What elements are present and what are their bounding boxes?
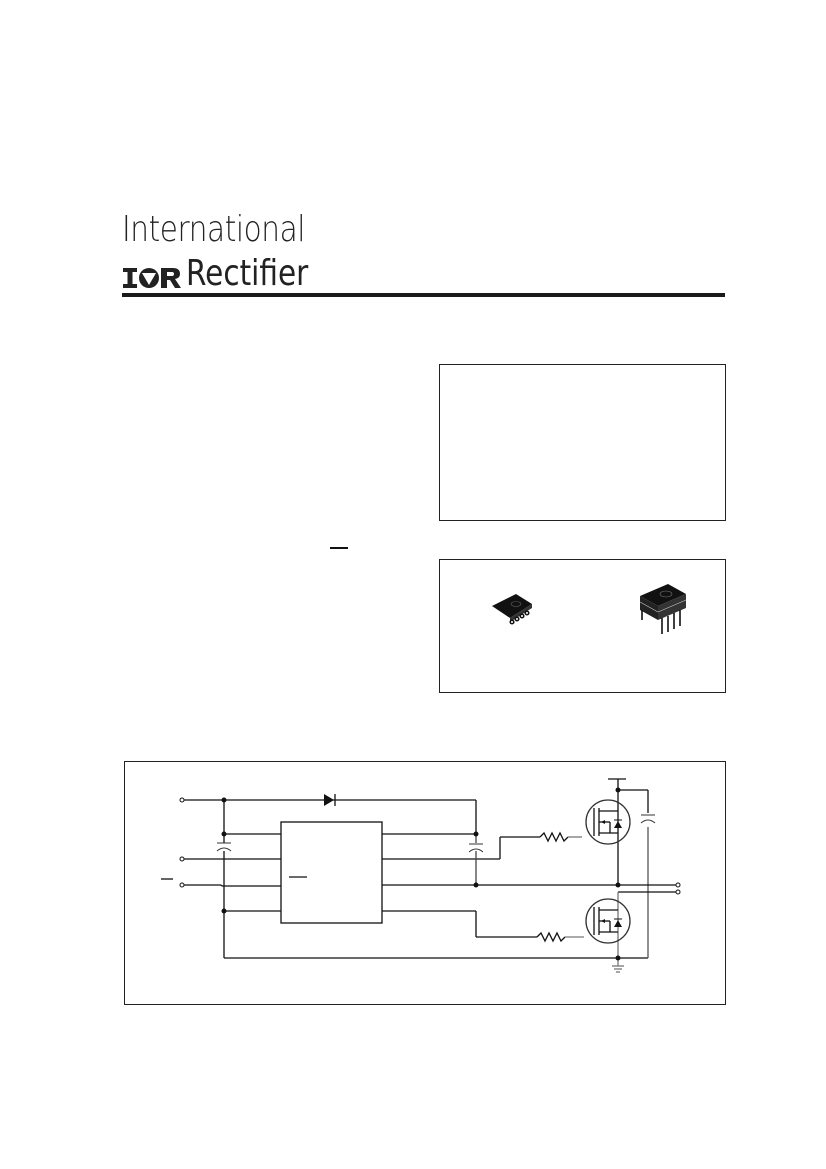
circuit-schematic <box>160 777 680 973</box>
typical-connection-diagram <box>124 761 726 1005</box>
ir-logo-icon <box>123 268 181 288</box>
packages-box <box>439 559 726 693</box>
company-name-rectifier: Rectifier <box>186 253 309 294</box>
diode-icon <box>323 793 336 806</box>
company-name-international: International <box>122 209 306 250</box>
logo-row: Rectifier <box>122 256 335 292</box>
signal-overbar <box>330 547 348 549</box>
dip-8-package-icon <box>639 584 687 634</box>
header-rule <box>122 293 725 297</box>
product-summary-box <box>439 364 726 521</box>
soic-8-package-icon <box>492 594 532 625</box>
